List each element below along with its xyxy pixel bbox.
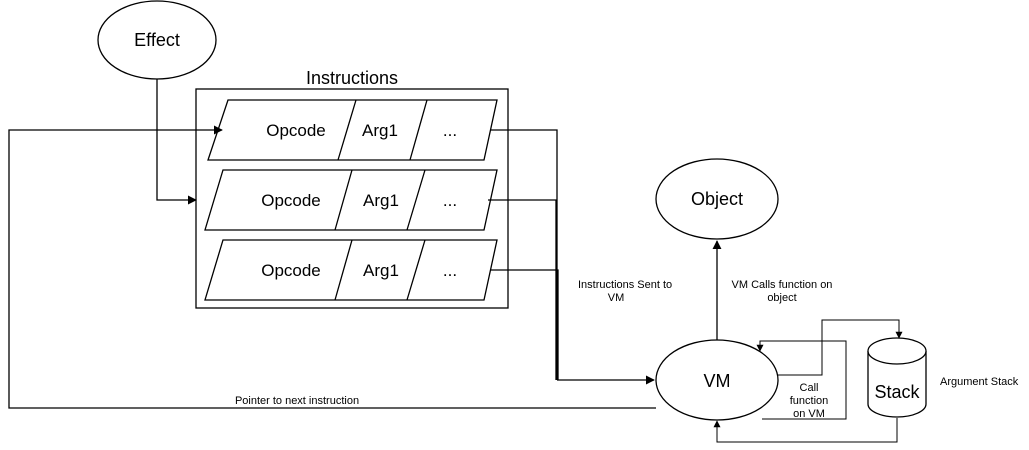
opcode-cell: Opcode [261, 191, 321, 210]
more-args-cell: ... [443, 121, 457, 140]
instructions-title: Instructions [306, 68, 398, 88]
arg1-cell: Arg1 [363, 261, 399, 280]
vm-node: VM [655, 339, 779, 421]
effect-node: Effect [97, 0, 217, 80]
opcode-cell: Opcode [261, 261, 321, 280]
call-function-on-vm-arrow [756, 340, 847, 420]
more-args-cell: ... [443, 261, 457, 280]
instruction-row: Opcode Arg1 ... [207, 99, 498, 161]
row2-to-vm-connector [488, 199, 557, 380]
effect-to-row2-arrow [156, 79, 197, 205]
instruction-row: Opcode Arg1 ... [204, 239, 498, 301]
instructions-sent-label-2: VM [608, 292, 625, 304]
call-function-label: Call [800, 382, 819, 394]
call-function-label-3: on VM [793, 408, 825, 420]
object-node: Object [655, 158, 779, 240]
more-args-cell: ... [443, 191, 457, 210]
effect-label: Effect [134, 30, 180, 50]
pointer-next-label: Pointer to next instruction [235, 395, 359, 407]
instructions-sent-label: Instructions Sent to [578, 279, 672, 291]
argument-stack-label: Argument Stack [940, 376, 1019, 388]
object-label: Object [691, 189, 743, 209]
arg1-cell: Arg1 [363, 191, 399, 210]
stack-node: Stack [867, 337, 927, 418]
vm-label: VM [704, 371, 731, 391]
vm-to-stack-arrow [762, 319, 903, 376]
row1-to-vm-connector [490, 129, 558, 380]
row3-to-vm-connector [490, 269, 559, 380]
stack-to-vm-arrow [713, 418, 898, 443]
instruction-row: Opcode Arg1 ... [204, 169, 498, 231]
vm-calls-label: VM Calls function on [732, 279, 833, 291]
pointer-to-next-instruction-arrow [8, 125, 656, 409]
arg1-cell: Arg1 [362, 121, 398, 140]
opcode-cell: Opcode [266, 121, 326, 140]
stack-label: Stack [874, 382, 920, 402]
call-function-label-2: function [790, 395, 829, 407]
vm-calls-label-2: object [767, 292, 796, 304]
